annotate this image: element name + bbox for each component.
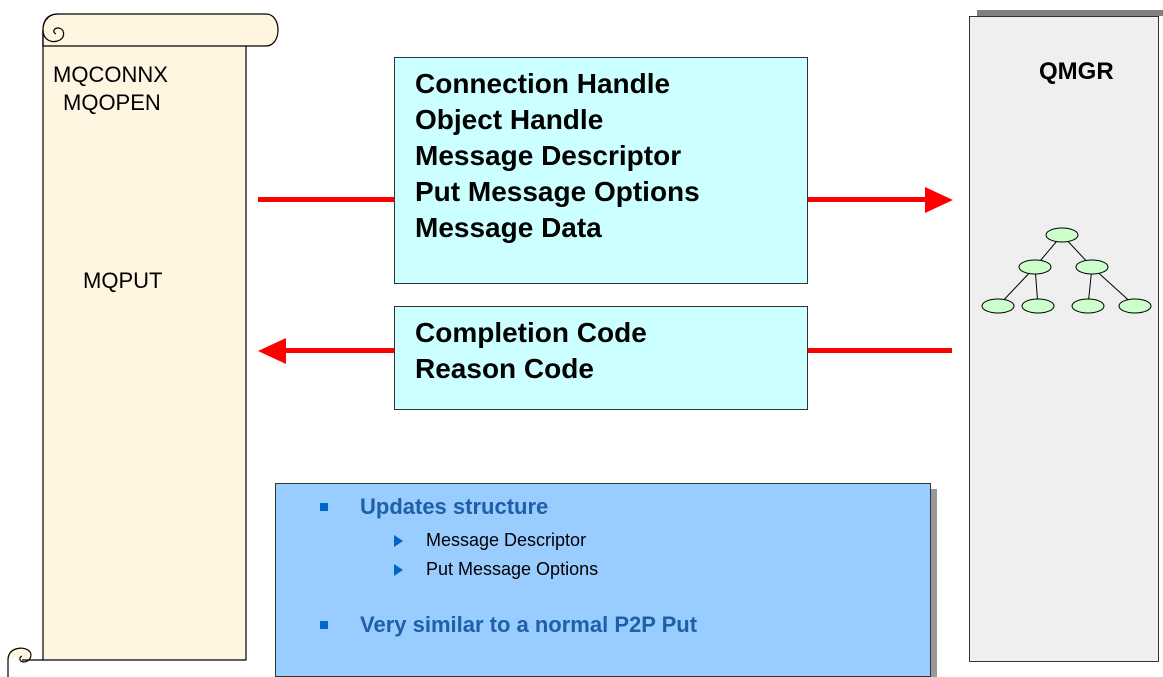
request-line-object-handle: Object Handle	[415, 104, 604, 135]
qmgr-shadow	[977, 10, 1163, 16]
response-arrow-left-segment	[284, 348, 395, 353]
qmgr-title: QMGR	[1039, 58, 1114, 85]
scroll-shape	[7, 13, 279, 677]
bullet-updates-structure: Updates structure	[360, 494, 549, 519]
request-line-message-descriptor: Message Descriptor	[415, 140, 682, 171]
request-line-message-data: Message Data	[415, 212, 602, 243]
tree-node-mid-right	[1075, 259, 1109, 275]
tree-node-mid-left	[1018, 259, 1052, 275]
tree-node-leaf-2	[1021, 298, 1055, 314]
response-arrow-right-segment	[807, 348, 952, 353]
scroll-line-mqconnx: MQCONNX	[53, 62, 168, 87]
sub-bullet-arrow-icon	[394, 564, 403, 576]
tree-node-leaf-1	[981, 298, 1015, 314]
sub-bullet-arrow-icon	[394, 535, 403, 547]
request-parameters-box: Connection Handle Object Handle Message …	[394, 57, 808, 284]
response-arrowhead	[258, 338, 286, 364]
request-arrowhead	[925, 187, 953, 213]
sub-bullet-put-message-options: Put Message Options	[426, 559, 599, 579]
response-codes-box: Completion Code Reason Code	[394, 306, 808, 410]
scroll-line-mqput: MQPUT	[83, 268, 163, 293]
qmgr-panel	[969, 16, 1159, 662]
tree-node-leaf-4	[1118, 298, 1152, 314]
bullet-square-icon	[320, 503, 328, 511]
request-arrow-left-segment	[258, 197, 395, 202]
bullet-square-icon	[320, 621, 328, 629]
scroll-line-mqopen: MQOPEN	[63, 90, 161, 115]
response-line-completion-code: Completion Code	[415, 317, 647, 348]
tree-node-root	[1045, 227, 1079, 243]
response-line-reason-code: Reason Code	[415, 353, 594, 384]
sub-bullet-message-descriptor: Message Descriptor	[426, 530, 587, 550]
request-line-put-message-options: Put Message Options	[415, 176, 700, 207]
topic-tree-icon	[981, 227, 1152, 314]
request-line-connection-handle: Connection Handle	[415, 68, 671, 99]
tree-node-leaf-3	[1071, 298, 1105, 314]
notes-box	[275, 483, 931, 677]
request-arrow-right-segment	[807, 197, 927, 202]
bullet-similar-p2p: Very similar to a normal P2P Put	[360, 612, 698, 637]
